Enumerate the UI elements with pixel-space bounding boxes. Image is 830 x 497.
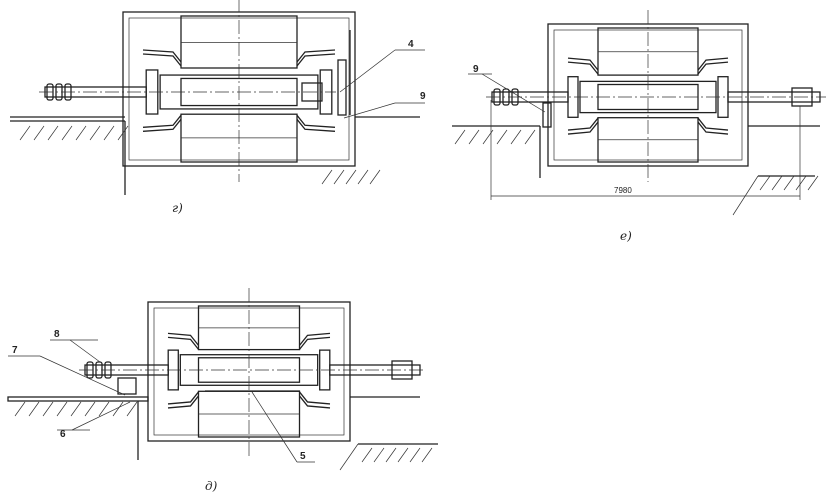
end-winding-tr [697, 57, 729, 75]
end-winding-br [697, 117, 729, 135]
ground-hatch [117, 125, 129, 141]
ground-hatch [19, 125, 31, 141]
caption-e: е) [620, 229, 632, 243]
dimension-7980: 7980 [614, 186, 632, 195]
ground-hatch [56, 401, 68, 417]
leader-8 [69, 339, 101, 363]
floor-plate [7, 396, 149, 402]
ground-hatch [373, 447, 385, 463]
ground-hatch [70, 401, 82, 417]
label-8: 8 [54, 329, 60, 340]
ground-hatch [14, 401, 26, 417]
ground-hatch [454, 129, 466, 145]
ground-hatch [421, 447, 433, 463]
label-9-g: 9 [420, 91, 426, 102]
end-winding-tr [298, 332, 331, 350]
ground-hatch [112, 401, 124, 417]
end-winding-bl [167, 391, 200, 409]
ground-hatch [321, 169, 333, 185]
ground-hatch [33, 125, 45, 141]
foundation-edge [339, 443, 359, 471]
end-winding-br [296, 114, 336, 132]
ground-hatch [28, 401, 40, 417]
leader-4 [339, 49, 396, 93]
ground-hatch [103, 125, 115, 141]
ground-hatch [759, 175, 771, 191]
end-winding-tl [142, 49, 182, 67]
label-5: 5 [300, 451, 306, 462]
ground-hatch [361, 447, 373, 463]
panel-e-drawing [452, 10, 826, 216]
end-winding-bl [142, 114, 182, 132]
ground-hatch [333, 169, 345, 185]
ground-hatch [61, 125, 73, 141]
ground-hatch [385, 447, 397, 463]
ground-hatch [75, 125, 87, 141]
panel-g-drawing [10, 0, 420, 195]
support-9 [542, 102, 552, 128]
ground-hatch [807, 175, 819, 191]
foundation-edge [732, 175, 759, 216]
ground-hatch [42, 401, 54, 417]
end-winding-tl [567, 57, 599, 75]
leader-9e [481, 73, 546, 113]
ground-hatch [397, 447, 409, 463]
support-7 [117, 377, 137, 395]
frame-inner [153, 307, 345, 436]
ground-hatch [771, 175, 783, 191]
ground-hatch [409, 447, 421, 463]
ground-hatch [89, 125, 101, 141]
ground-hatch [496, 129, 508, 145]
ground-hatch [345, 169, 357, 185]
ground-hatch [357, 169, 369, 185]
ground-hatch [468, 129, 480, 145]
leader-5 [251, 391, 298, 463]
leader-6 [71, 401, 131, 431]
ground-hatch [369, 169, 381, 185]
ground-hatch [524, 129, 536, 145]
label-7: 7 [12, 345, 18, 356]
ground-hatch [126, 401, 138, 417]
ground-hatch [47, 125, 59, 141]
end-winding-bl [567, 117, 599, 135]
ground-hatch [510, 129, 522, 145]
end-winding-tr [296, 49, 336, 67]
leader-9g [343, 102, 396, 119]
label-9-e: 9 [473, 64, 479, 75]
end-winding-br [298, 391, 331, 409]
leader-7 [39, 355, 126, 396]
label-6: 6 [60, 429, 66, 440]
panel-d-drawing [7, 288, 438, 471]
support-bracket-4 [337, 59, 347, 116]
ground-hatch [795, 175, 807, 191]
caption-d: д) [205, 479, 218, 493]
ground-hatch [84, 401, 96, 417]
label-4: 4 [408, 39, 414, 50]
end-winding-tl [167, 332, 200, 350]
caption-g: г) [172, 201, 183, 215]
ground-hatch [783, 175, 795, 191]
ground-hatch [482, 129, 494, 145]
ground-hatch [98, 401, 110, 417]
